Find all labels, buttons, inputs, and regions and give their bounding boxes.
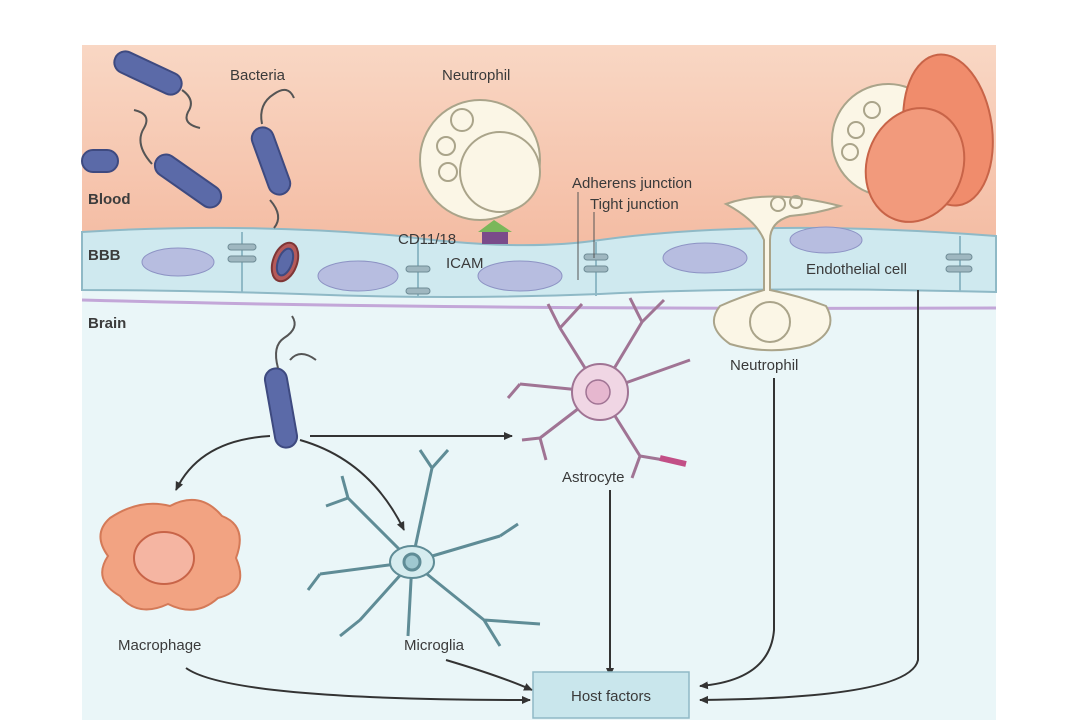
endothelial-cell-label: Endothelial cell bbox=[806, 261, 907, 278]
tight-junction-label: Tight junction bbox=[590, 196, 679, 213]
arrow-bacterium-to-microglia bbox=[299, 439, 405, 531]
bacteria-group bbox=[81, 50, 300, 283]
endothelial-nucleus bbox=[141, 247, 215, 277]
macrophage-label: Macrophage bbox=[118, 637, 201, 654]
zone-bbb-label: BBB bbox=[88, 247, 121, 264]
brain-region bbox=[82, 290, 996, 720]
astrocyte-label: Astrocyte bbox=[562, 469, 625, 486]
zone-blood-label: Blood bbox=[88, 191, 131, 208]
bacteria-label: Bacteria bbox=[230, 67, 286, 84]
astrocyte bbox=[506, 297, 691, 479]
microglia-label: Microglia bbox=[404, 637, 465, 654]
endothelial-nucleus bbox=[662, 242, 748, 274]
neutrophil-blood bbox=[419, 99, 541, 221]
neutrophil-top-label: Neutrophil bbox=[442, 67, 510, 84]
red-blood-cell bbox=[864, 107, 966, 223]
cd11-18-label: CD11/18 bbox=[398, 231, 456, 248]
zone-brain-label: Brain bbox=[88, 315, 126, 332]
arrows bbox=[175, 290, 919, 704]
macrophage bbox=[99, 498, 242, 611]
neutrophil-brain-label: Neutrophil bbox=[730, 357, 798, 374]
bacterium-brain bbox=[263, 315, 317, 449]
arrow-macrophage-to-host bbox=[185, 667, 531, 704]
arrow-bacterium-to-macrophage bbox=[175, 435, 271, 491]
arrow-microglia-to-host bbox=[445, 659, 533, 691]
endothelial-nucleus bbox=[317, 260, 399, 292]
endothelial-nucleus bbox=[477, 260, 563, 292]
blood-cells-right bbox=[831, 53, 994, 223]
microglia bbox=[306, 449, 541, 647]
host-factors-box: Host factors bbox=[532, 671, 690, 719]
icam-label: ICAM bbox=[446, 255, 484, 272]
arrow-neutrophil-to-host bbox=[699, 378, 775, 690]
arrow-endothelial-to-host bbox=[699, 290, 919, 704]
host-factors-label: Host factors bbox=[571, 688, 651, 705]
adherens-junction-label: Adherens junction bbox=[572, 175, 692, 192]
neutrophil-transmigrating bbox=[712, 195, 844, 352]
endothelial-nucleus bbox=[789, 226, 863, 254]
